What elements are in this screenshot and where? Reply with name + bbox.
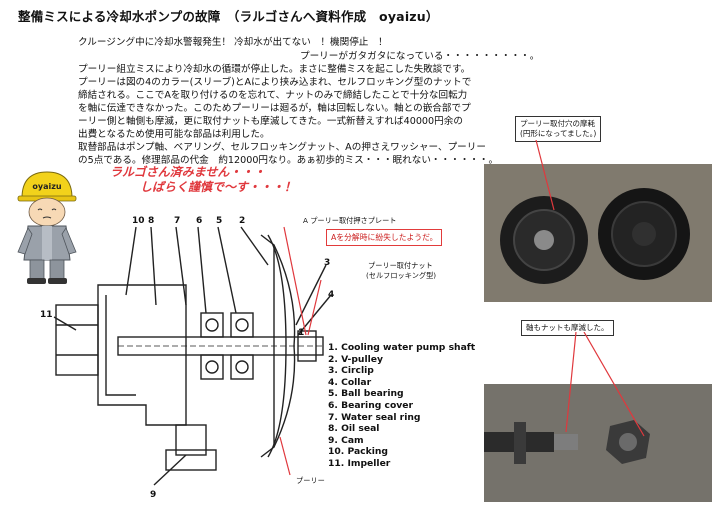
part-number-label: 11 [40, 310, 53, 320]
legend-item: 5. Ball bearing [328, 388, 404, 400]
apology-line: しばらく謹慎で～す・・・！ [140, 180, 297, 194]
photo-caption-top: プーリー取付穴の摩耗 (円形になってました。) [515, 116, 602, 142]
paragraph-line: ーリー側と軸側も摩滅，更に取付ナットも摩滅してきた。一式新替えすれば40000円… [78, 116, 463, 127]
part-number-label: 1 [298, 328, 304, 338]
part-number-label: 2 [239, 216, 245, 226]
apology-line: ラルゴさん済みません・・・ [110, 165, 266, 179]
part-number-label: 7 [174, 216, 180, 226]
legend-item: 6. Bearing cover [328, 399, 414, 411]
paragraph-line: の5点である。修理部品の代金 約12000円なり。あぁ初歩的ミス・・・眠れない・… [78, 155, 499, 166]
photo-caption-bottom: 軸もナットも摩滅した。 [521, 320, 614, 336]
label-a-note: Aを分解時に紛失したようだ。 [326, 229, 443, 246]
legend-item: 1. Cooling water pump shaft [328, 342, 476, 353]
callout-pointer-top [535, 140, 555, 211]
legend-item: 4. Collar [328, 376, 372, 388]
page-title: 整備ミスによる冷却水ポンプの故障 （ラルゴさんへ資料作成 oyaizu） [18, 9, 439, 24]
paragraph-line: 取替部品はポンプ軸、ベアリング、セルフロッキングナット、Aの押さえワッシャー、プ… [78, 142, 486, 153]
photo-caption-top-line1: プーリー取付穴の摩耗 [520, 119, 595, 128]
photo-caption-top-line2: (円形になってました。) [520, 129, 597, 138]
part-number-label: 9 [150, 490, 156, 500]
callout-pointer-bottom [565, 332, 645, 437]
part-number-label: 3 [324, 258, 330, 268]
paragraph-line: プーリーがガタガタになっている・・・・・・・・・。 [300, 51, 540, 62]
paragraph-line: 締結される。ここでAを取り付けるのを忘れて、ナットのみで締結したことで十分な回転… [78, 90, 468, 101]
label-nut: プーリー取付ナット [368, 261, 433, 270]
paragraph-line: プーリーは図の4のカラー(スリーブ)とAにより挟み込まれ、セルフロッキング型のナ… [78, 77, 472, 88]
pulley-photo-image [484, 164, 712, 302]
pump-cross-section-diagram: 10 8 7 6 5 2 3 4 1 11 9 [40, 216, 334, 500]
legend-item: 8. Oil seal [328, 423, 380, 435]
legend-item: 7. Water seal ring [328, 411, 421, 423]
legend-item: 11. Impeller [328, 457, 391, 469]
part-number-label: 4 [328, 290, 334, 300]
shaft-nut-photo-image [484, 384, 712, 502]
paragraph-line: を軸に伝達できなかった。このためプーリーは廻るが，軸は回転しない。軸との嵌合部で… [78, 103, 471, 114]
part-number-label: 10 [132, 216, 145, 226]
part-number-label: 5 [216, 216, 222, 226]
label-nut-type: (セルフロッキング型) [366, 271, 437, 280]
paragraph-line: クルージング中に冷却水警報発生！ 冷却水が出てない ！機関停止 ！ [78, 37, 388, 48]
label-pulley: プーリー [296, 476, 325, 485]
legend-item: 3. Circlip [328, 365, 374, 377]
legend-item: 10. Packing [328, 446, 388, 458]
paragraph-line: 出費となるため使用可能な部品は利用した。 [78, 129, 270, 140]
pulley-photo [484, 164, 712, 302]
legend-item: 2. V-pulley [328, 353, 383, 365]
shaft-nut-photo [484, 384, 712, 502]
label-a-plate: A プーリー取付押さプレート [303, 216, 397, 225]
legend-item: 9. Cam [328, 434, 364, 446]
helmet-label: oyaizu [32, 182, 62, 191]
paragraph-line: プーリー組立ミスにより冷却水の循環が停止した。まさに整備ミスを起こした失敗談です… [78, 64, 471, 75]
part-number-label: 6 [196, 216, 202, 226]
parts-legend: 1. Cooling water pump shaft 2. V-pulley … [328, 342, 475, 470]
part-number-label: 8 [148, 216, 154, 226]
worker-character-illustration: oyaizu [17, 171, 77, 284]
